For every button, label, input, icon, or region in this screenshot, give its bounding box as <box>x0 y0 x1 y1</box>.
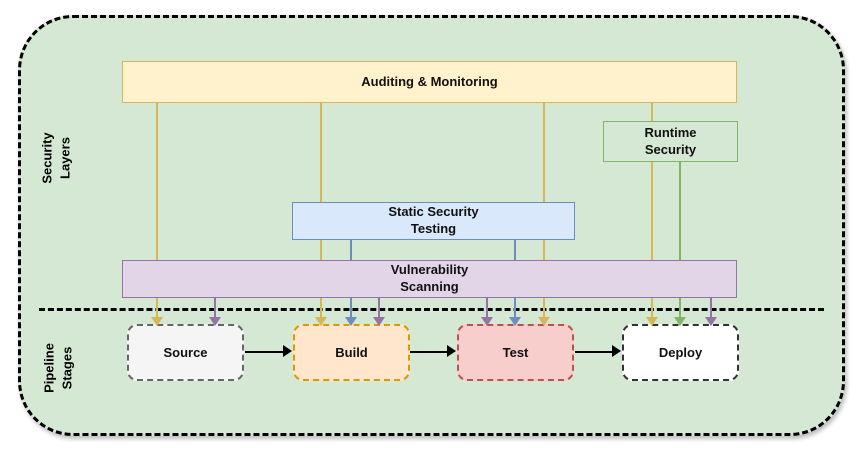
devsecops-boundary <box>18 15 845 436</box>
